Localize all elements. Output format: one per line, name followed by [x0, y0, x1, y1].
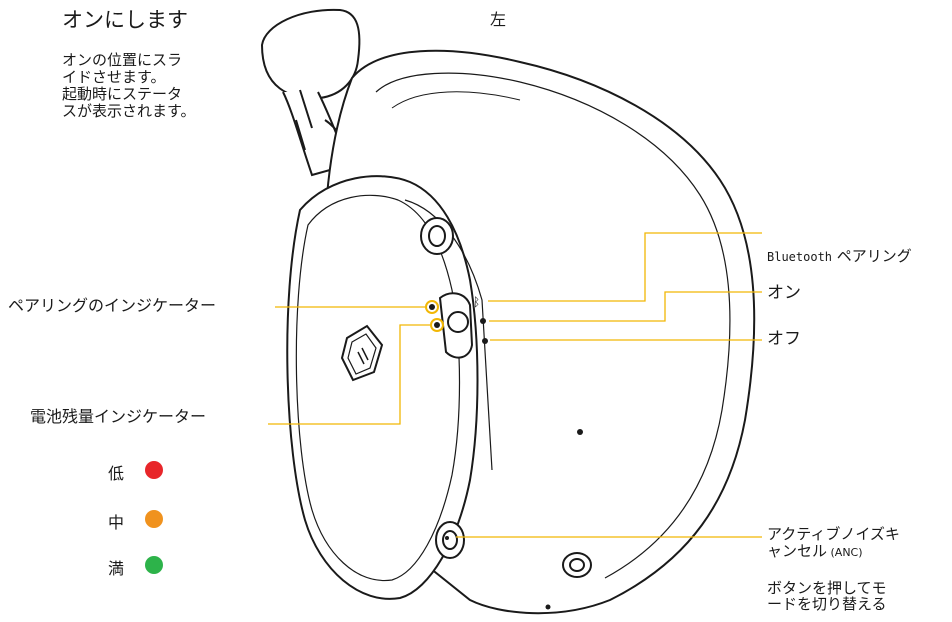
bluetooth-pairing-label: Bluetooth ペアリング	[767, 245, 912, 266]
on-label: オン	[767, 283, 801, 303]
ear-cup-face	[286, 175, 493, 600]
brand-badge	[340, 324, 384, 382]
callout-lines	[268, 232, 762, 538]
anc-label: アクティブノイズキ ャンセル (ANC)	[767, 526, 952, 561]
description-line: イドさせます。	[62, 68, 166, 86]
description: オンの位置にスラ イドさせます。 起動時にステータ スが表示されます。	[62, 52, 196, 120]
mode-line-2: ードを切り替える	[767, 595, 887, 613]
description-line: 起動時にステータ	[62, 85, 183, 103]
description-line: スが表示されます。	[62, 102, 196, 120]
battery-level-mid: 中	[108, 513, 125, 532]
page-title: オンにします	[62, 8, 188, 32]
anc-line-2: ャンセル (ANC)	[767, 543, 952, 561]
battery-full-dot	[145, 556, 163, 574]
pairing-indicator-ring	[425, 300, 439, 314]
off-label: オフ	[767, 329, 801, 349]
anc-text: ャンセル	[767, 542, 828, 560]
battery-indicator-label: 電池残量インジケーター	[30, 407, 207, 426]
bluetooth-word: Bluetooth	[767, 250, 833, 264]
pairing-word: ペアリング	[832, 247, 912, 265]
mode-line-1: ボタンを押してモ	[767, 579, 887, 597]
side-label: 左	[490, 10, 507, 29]
mode-switch-label: ボタンを押してモ ードを切り替える	[767, 580, 952, 612]
battery-low-dot	[145, 461, 163, 479]
battery-mid-dot	[145, 510, 163, 528]
pairing-indicator-label: ペアリングのインジケーター	[8, 296, 217, 315]
anc-abbreviation: (ANC)	[827, 546, 863, 559]
battery-level-low: 低	[108, 464, 125, 483]
status-dots	[429, 304, 583, 610]
description-line: オンの位置にスラ	[62, 51, 183, 69]
bluetooth-icon: ᛒ	[473, 295, 480, 309]
anc-line-1: アクティブノイズキ	[767, 525, 900, 543]
battery-indicator-ring	[430, 318, 444, 332]
control-buttons	[420, 217, 592, 578]
battery-level-full: 満	[108, 559, 125, 578]
